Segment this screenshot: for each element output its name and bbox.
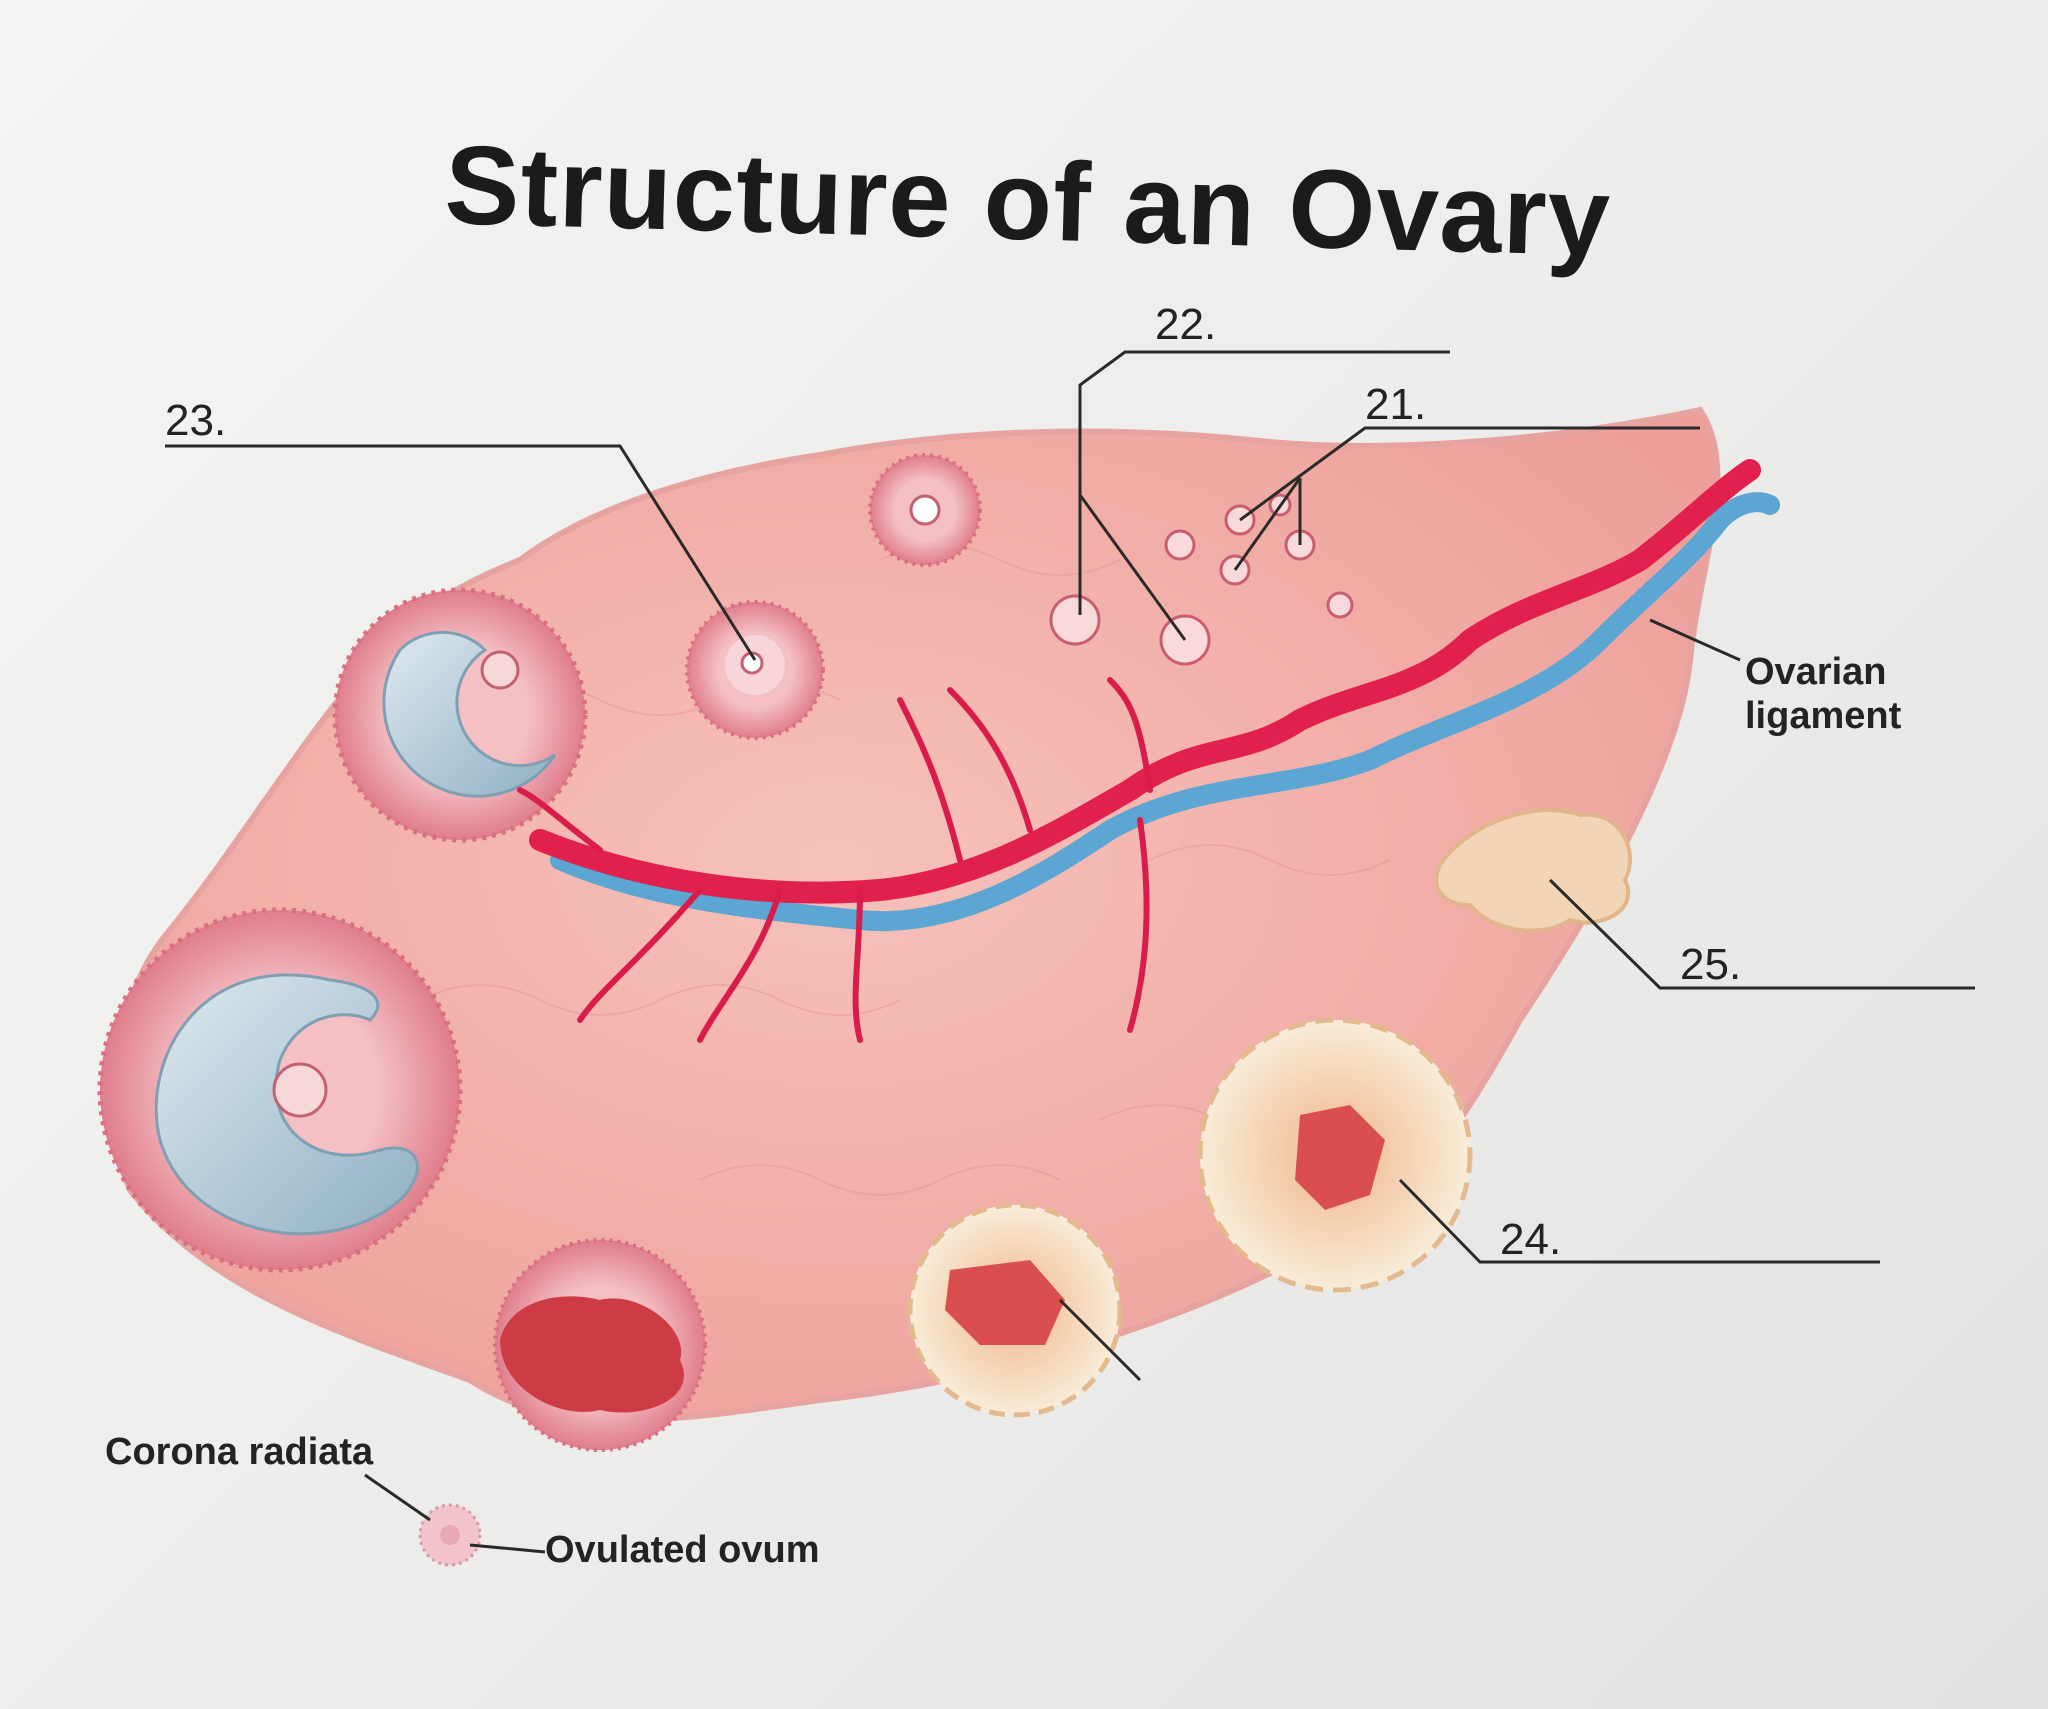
antral-follicle-lower (97, 907, 463, 1273)
label-corona-radiata: Corona radiata (105, 1431, 374, 1473)
label-ovulated-ovum: Ovulated ovum (545, 1529, 820, 1571)
ruptured-follicle (907, 1202, 1123, 1418)
vein (550, 492, 1780, 932)
secondary-follicle (685, 600, 825, 740)
label-22: 22. (1155, 300, 1217, 349)
corpus-luteum (1197, 1017, 1473, 1293)
ovulated-ovum-shape (418, 1503, 482, 1567)
growing-follicle (868, 453, 982, 567)
ovulating-follicle (493, 1238, 707, 1452)
tissue-texture (419, 544, 1391, 1196)
label-23: 23. (165, 396, 227, 445)
label-21: 21. (1365, 380, 1427, 429)
antral-follicle-upper (332, 587, 588, 843)
corpus-albicans (1434, 808, 1632, 933)
artery (529, 459, 1761, 904)
label-24: 24. (1500, 1215, 1562, 1264)
label-ovarian-ligament: Ovarian ligament (1745, 651, 1902, 737)
leader-lines (165, 350, 1975, 1554)
artery-branches (517, 677, 1153, 1043)
label-25: 25. (1680, 940, 1742, 989)
